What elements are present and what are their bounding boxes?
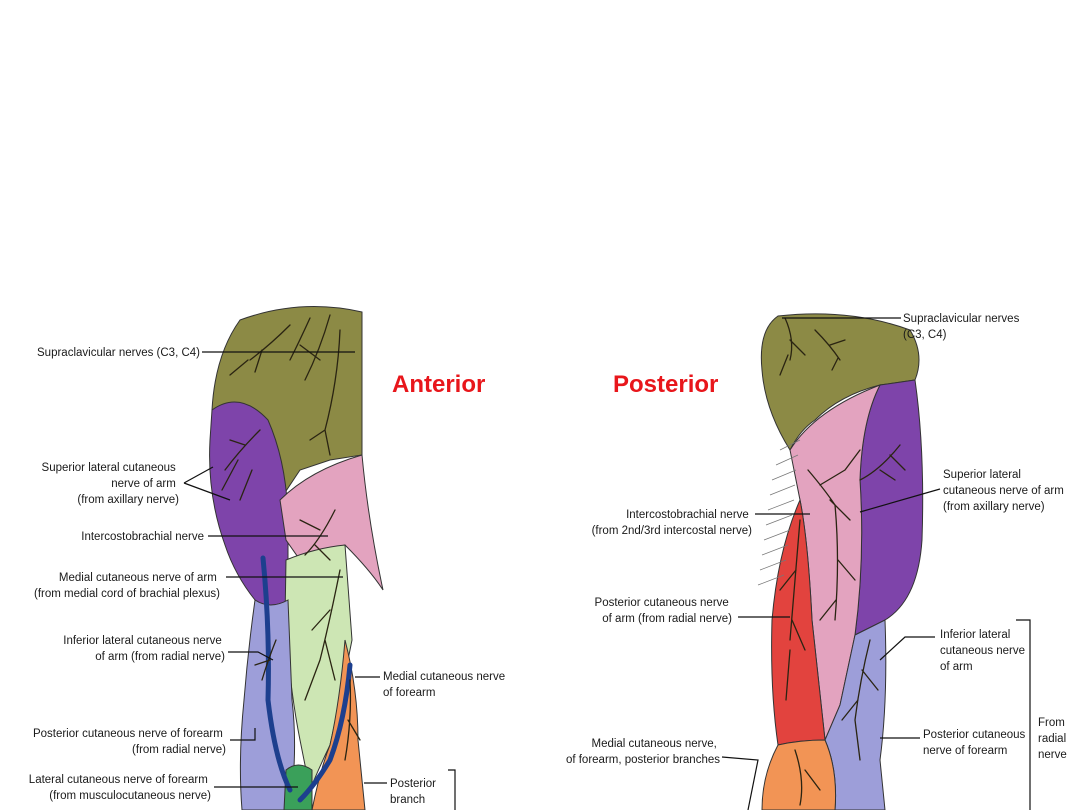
posterior-label-medial-cutaneous-forearm: Medial cutaneous nerve, of forearm, post… bbox=[566, 738, 720, 766]
posterior-leader-inferior-lateral bbox=[879, 636, 935, 661]
anterior-label-posterior-branch: Posterior branch bbox=[390, 778, 439, 806]
posterior-arm-region bbox=[771, 498, 826, 746]
posterior-bracket-from-radial bbox=[1016, 619, 1031, 810]
posterior-leader-superior-lateral bbox=[859, 488, 941, 513]
anterior-label-supraclavicular: Supraclavicular nerves (C3, C4) bbox=[37, 347, 200, 359]
anterior-label-posterior-cutaneous-forearm: Posterior cutaneous nerve of forearm (fr… bbox=[33, 728, 226, 756]
anterior-arm bbox=[183, 306, 456, 810]
posterior-label-posterior-cutaneous-arm: Posterior cutaneous nerve of arm (from r… bbox=[595, 597, 733, 625]
posterior-medial-forearm-region bbox=[761, 739, 837, 810]
posterior-arm bbox=[721, 313, 1031, 810]
posterior-labels: Supraclavicular nerves (C3, C4) Superior… bbox=[566, 313, 1069, 766]
anterior-leader-posterior-branch bbox=[364, 769, 456, 810]
anterior-label-medial-cutaneous-arm: Medial cutaneous nerve of arm (from medi… bbox=[34, 572, 220, 600]
anterior-leader-posterior-forearm bbox=[230, 728, 256, 741]
anterior-label-lateral-cutaneous-forearm: Lateral cutaneous nerve of forearm (from… bbox=[29, 774, 211, 802]
posterior-supraclavicular-region bbox=[760, 313, 920, 452]
posterior-label-supraclavicular: Supraclavicular nerves (C3, C4) bbox=[903, 313, 1023, 341]
posterior-label-inferior-lateral: Inferior lateral cutaneous nerve of arm bbox=[940, 629, 1028, 673]
posterior-label-intercostobrachial: Intercostobrachial nerve (from 2nd/3rd i… bbox=[592, 509, 753, 537]
heading-anterior: Anterior bbox=[392, 371, 485, 398]
posterior-nerve-branches bbox=[779, 317, 906, 806]
heading-posterior: Posterior bbox=[613, 371, 718, 398]
posterior-leader-medial-forearm bbox=[721, 756, 759, 810]
posterior-axilla-hatching bbox=[757, 439, 801, 586]
anterior-label-inferior-lateral: Inferior lateral cutaneous nerve of arm … bbox=[63, 635, 225, 663]
anterior-leader-superior-lateral bbox=[183, 466, 231, 501]
anterior-leader-inferior-lateral bbox=[228, 651, 274, 661]
anterior-cephalic-vein bbox=[260, 555, 293, 793]
anterior-labels: Supraclavicular nerves (C3, C4) Superior… bbox=[29, 347, 508, 806]
anterior-label-superior-lateral: Superior lateral cutaneous nerve of arm … bbox=[42, 462, 180, 506]
posterior-label-superior-lateral: Superior lateral cutaneous nerve of arm … bbox=[943, 469, 1067, 513]
anterior-label-medial-cutaneous-forearm: Medial cutaneous nerve of forearm bbox=[383, 671, 508, 699]
anterior-label-intercostobrachial: Intercostobrachial nerve bbox=[81, 531, 204, 543]
posterior-label-from-radial: From radial nerve bbox=[1038, 717, 1069, 761]
posterior-label-posterior-cutaneous-forearm: Posterior cutaneous nerve of forearm bbox=[923, 729, 1029, 757]
anterior-basilic-vein bbox=[297, 662, 353, 803]
